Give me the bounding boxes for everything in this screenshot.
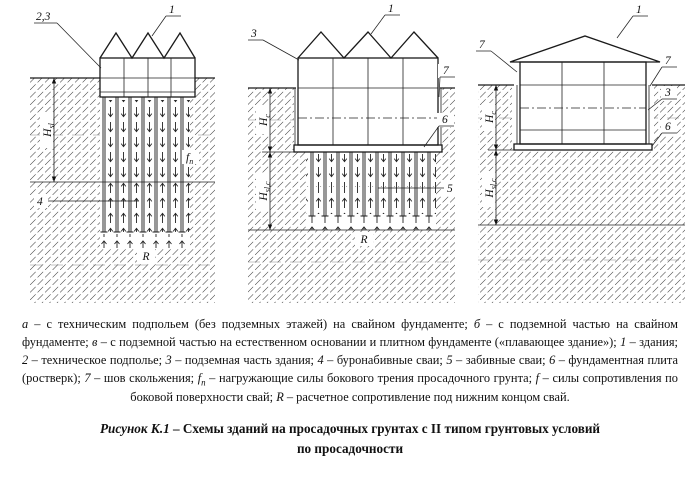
svg-text:5: 5 — [447, 183, 453, 195]
svg-text:7: 7 — [479, 39, 486, 51]
callout-2-3: 2,3 — [34, 11, 102, 69]
svg-text:R: R — [359, 234, 367, 246]
resistance-label-r-a: R — [137, 249, 155, 263]
dim-label-hsl: Hsl — [42, 122, 56, 137]
svg-text:7: 7 — [665, 55, 672, 67]
callout-1-b: 1 — [370, 3, 400, 35]
dim-label-hc-c: Hc — [484, 111, 498, 124]
callout-7-right-c: 7 — [649, 55, 677, 87]
dimension-hslc-c: Hsl,c — [482, 150, 499, 225]
callout-7-left-c: 7 — [476, 39, 518, 73]
callout-1-a: 1 — [151, 4, 181, 37]
dimension-hslc-b: Hsl,c — [256, 152, 273, 230]
callout-7-b: 7 — [438, 64, 455, 98]
figure-title-line1: Рисунок К.1 – Схемы зданий на просадочны… — [99, 420, 601, 436]
dimension-hc-c: Hc — [482, 85, 514, 151]
callout-3-b: 3 — [248, 28, 300, 61]
figure-diagram: Hsl 2,3 1 4 fn — [30, 3, 685, 303]
dim-label-hslc-c: Hsl,c — [484, 178, 498, 199]
svg-text:6: 6 — [442, 114, 448, 126]
resistance-label-r-b: R — [355, 232, 373, 246]
panel-c: Hc Hsl,c 7 1 7 — [476, 4, 685, 303]
figure-caption: а – с техническим подпольем (без подземн… — [22, 317, 678, 404]
dim-label-hslc-b: Hsl,c — [258, 181, 272, 202]
svg-text:1: 1 — [169, 4, 175, 16]
svg-text:3: 3 — [664, 87, 671, 99]
svg-text:fn: fn — [186, 152, 193, 166]
panel-a: Hsl 2,3 1 4 fn — [30, 4, 215, 303]
figure-title: Рисунок К.1 – Схемы зданий на просадочны… — [0, 419, 700, 459]
callout-1-c: 1 — [616, 4, 648, 39]
dim-label-hc-b: Hc — [258, 114, 272, 127]
svg-text:4: 4 — [37, 196, 43, 208]
svg-text:R: R — [141, 251, 149, 263]
callout-4: 4 — [34, 194, 138, 208]
callout-3-c: 3 — [647, 86, 677, 111]
panel-b: Hc Hsl,c 3 1 7 — [248, 3, 456, 303]
dimension-hsl: Hsl — [40, 78, 57, 182]
svg-text:2,3: 2,3 — [36, 11, 51, 23]
svg-text:1: 1 — [636, 4, 642, 16]
svg-text:7: 7 — [443, 65, 450, 77]
svg-text:1: 1 — [388, 3, 394, 15]
svg-text:3: 3 — [250, 28, 257, 40]
figure-title-line2: по просадочности — [296, 440, 404, 456]
dimension-hc-b: Hc — [256, 88, 294, 153]
svg-text:6: 6 — [665, 121, 671, 133]
callout-5-b: 5 — [378, 181, 456, 195]
callout-6-b: 6 — [423, 113, 454, 148]
force-label-fn: fn — [182, 150, 199, 166]
callout-6-c: 6 — [651, 120, 677, 147]
